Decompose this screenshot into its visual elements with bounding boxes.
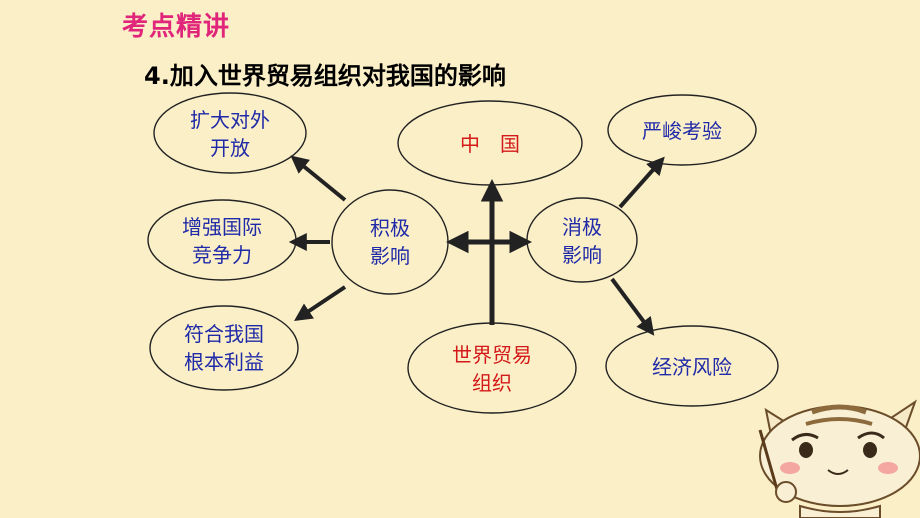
label-competitiveness-1: 增强国际 (182, 215, 262, 239)
section-header: 考点精讲 (122, 12, 231, 42)
slide-subtitle: 4.加入世界贸易组织对我国的影响 (144, 62, 506, 90)
cat-mascot-icon (758, 399, 920, 518)
arrow-to-open-up (290, 155, 347, 202)
label-interests-1: 符合我国 (184, 322, 264, 346)
label-interests-2: 根本利益 (184, 350, 264, 374)
node-challenge (607, 94, 757, 166)
label-risk: 经济风险 (652, 355, 732, 379)
label-challenge: 严峻考验 (642, 119, 722, 143)
arrow-to-interests (294, 285, 347, 321)
arrow-to-challenge (618, 156, 665, 209)
label-positive-1: 积极 (370, 216, 410, 240)
label-positive-2: 影响 (370, 244, 410, 268)
label-negative-2: 影响 (562, 243, 602, 267)
label-competitiveness-2: 竞争力 (192, 243, 252, 267)
label-wto-2: 组织 (472, 371, 512, 395)
node-interests (149, 305, 299, 391)
label-negative-1: 消极 (562, 215, 602, 239)
label-wto-1: 世界贸易 (452, 343, 532, 367)
node-competitiveness (147, 199, 297, 281)
node-positive (331, 189, 449, 295)
node-wto (407, 322, 577, 414)
label-open-up-2: 开放 (210, 136, 250, 160)
node-negative (526, 197, 638, 283)
node-china (397, 100, 583, 186)
label-china: 中 国 (460, 132, 520, 156)
node-risk (605, 325, 779, 407)
node-open-up (153, 92, 307, 174)
arrow-to-risk (610, 277, 655, 336)
label-open-up-1: 扩大对外 (190, 108, 270, 132)
